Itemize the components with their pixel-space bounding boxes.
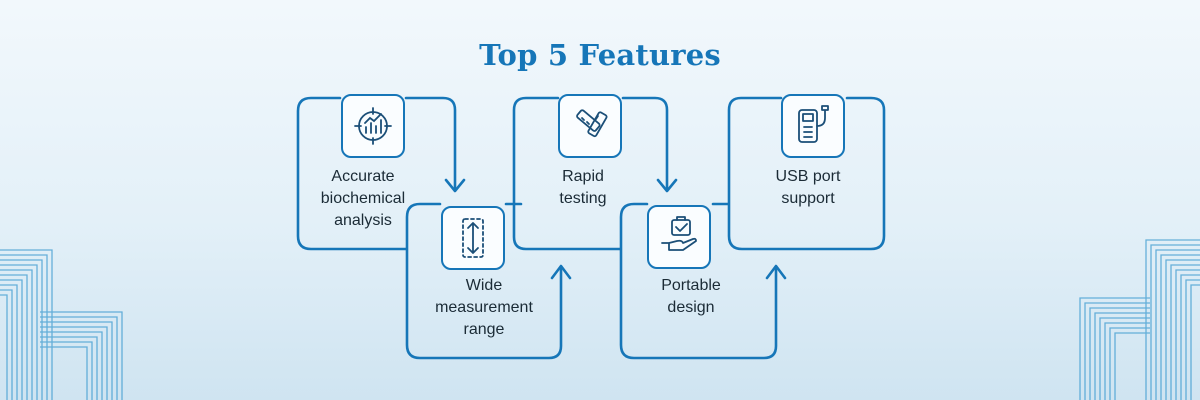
chart-target-icon: [354, 107, 392, 145]
feature-1-label: Accurate biochemical analysis: [320, 168, 406, 229]
box-1-outline-top: [404, 96, 457, 192]
box-1-outline: [296, 96, 408, 251]
usb-device-icon: [798, 105, 829, 143]
arrow-3-head: [656, 178, 678, 193]
box-3-outline-top: [621, 96, 669, 192]
arrow-4-head: [765, 264, 787, 280]
feature-2-label: Wide measurement range: [435, 277, 533, 338]
box-4-outline: [619, 202, 778, 360]
vertical-range-icon: [462, 218, 484, 258]
page-title: Top 5 Features: [479, 38, 721, 72]
feature-3-label: Rapid testing: [559, 168, 607, 207]
feature-1-icon-box: [341, 94, 405, 158]
feature-4-icon-box: [647, 205, 711, 269]
feature-4-label: Portable design: [661, 277, 721, 316]
arrow-2-head: [550, 264, 572, 280]
box-5-outline: [727, 96, 886, 251]
box-3-outline: [512, 96, 622, 251]
feature-2-icon-box: [441, 206, 505, 270]
hand-case-icon: [661, 216, 697, 251]
feature-5-icon-box: [781, 94, 845, 158]
feature-5-label: USB port support: [775, 168, 841, 207]
arrow-1-head: [444, 178, 466, 193]
feature-3-icon-box: [558, 94, 622, 158]
box-2-outline: [405, 202, 563, 360]
test-strip-icon: [576, 109, 608, 138]
